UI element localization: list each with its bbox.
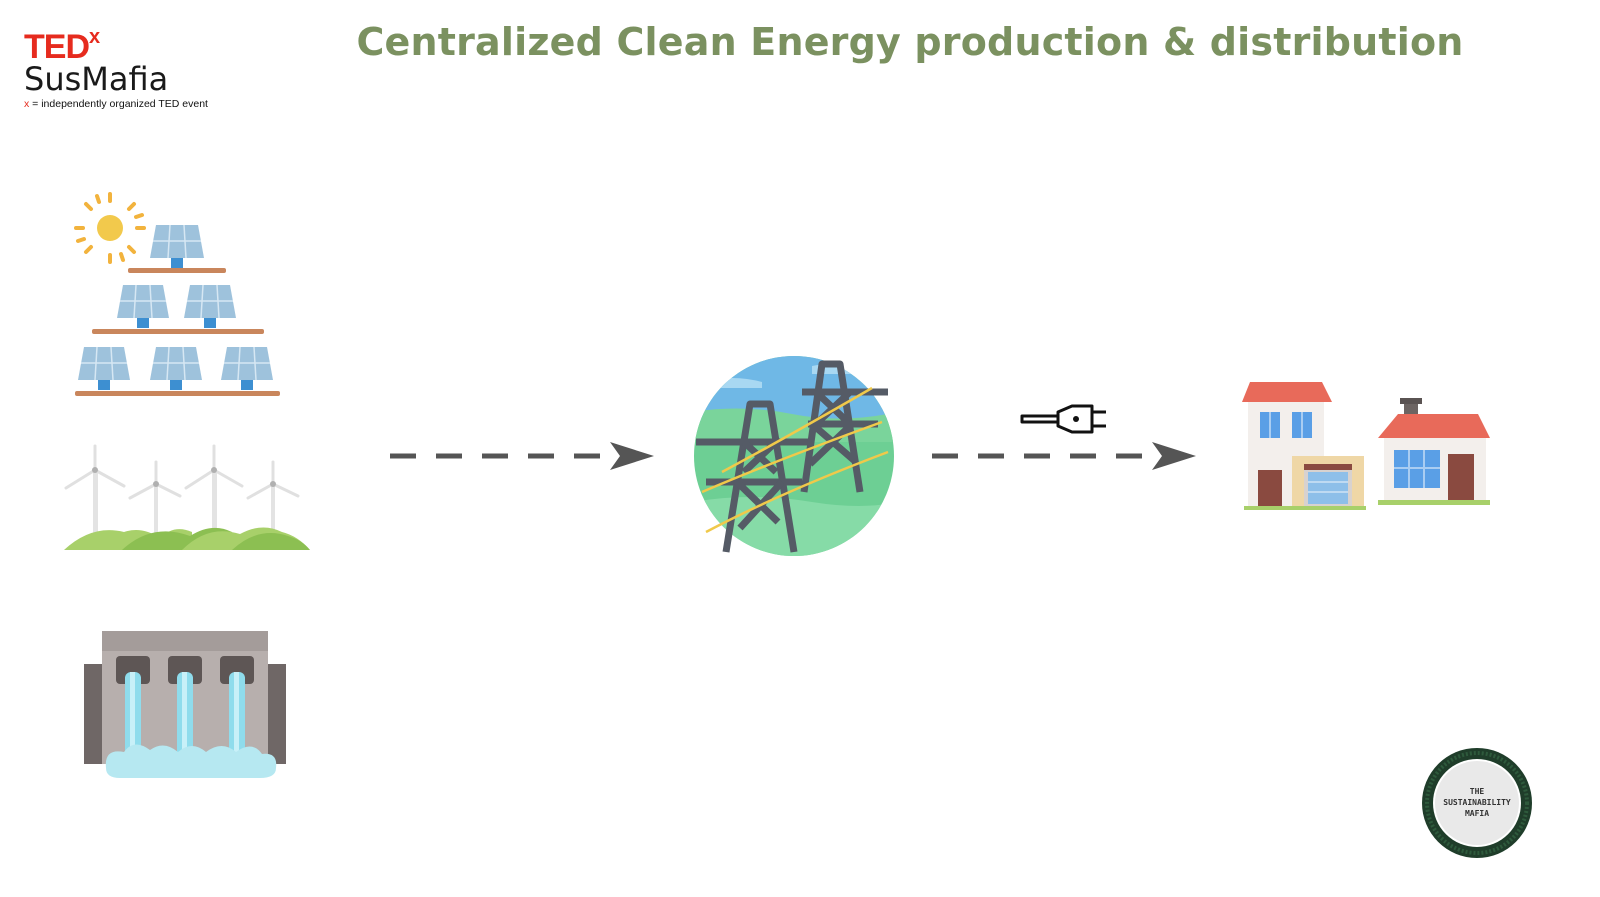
logo-ted: TED — [24, 28, 90, 66]
houses-icon — [1240, 378, 1495, 514]
sustainability-mafia-badge: THE SUSTAINABILITY MAFIA — [1420, 746, 1534, 860]
hydro-dam-icon — [80, 628, 290, 783]
logo-name: SusMafia — [24, 60, 169, 98]
badge-line2: SUSTAINABILITY — [1443, 798, 1511, 807]
tedx-logo: TEDx SusMafia x = independently organize… — [24, 26, 244, 120]
solar-farm-group — [70, 188, 285, 403]
solar-panels-icon — [75, 224, 280, 396]
badge-line1: THE — [1470, 787, 1485, 796]
page-title: Centralized Clean Energy production & di… — [356, 20, 1464, 64]
flow-arrow-2 — [930, 438, 1202, 474]
power-grid-icon — [692, 352, 898, 560]
flow-arrow-1 — [388, 438, 660, 474]
logo-x: x — [89, 26, 101, 48]
badge-line3: MAFIA — [1465, 809, 1489, 818]
wind-turbines-icon — [62, 440, 312, 552]
sun-icon — [74, 192, 146, 264]
logo-tagline: x = independently organized TED event — [24, 98, 208, 110]
plug-icon — [1020, 402, 1110, 438]
